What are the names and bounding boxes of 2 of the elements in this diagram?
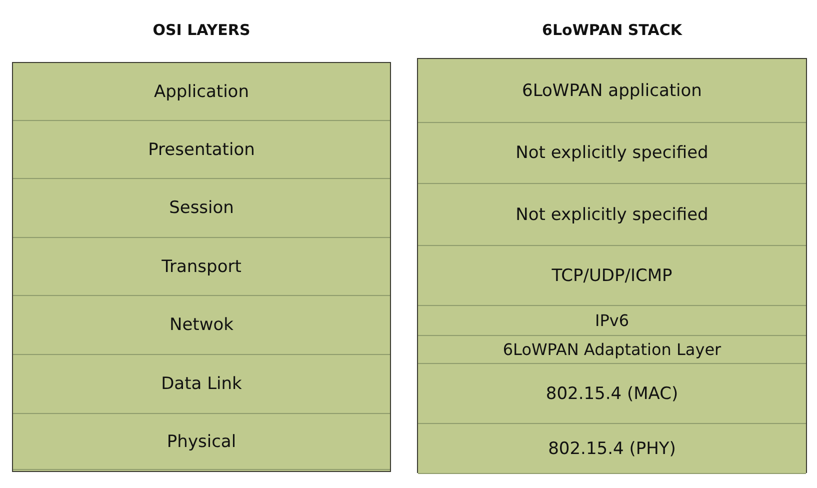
column-heading: OSI LAYERS: [152, 20, 252, 40]
column-heading: 6LoWPAN STACK: [541, 20, 684, 40]
